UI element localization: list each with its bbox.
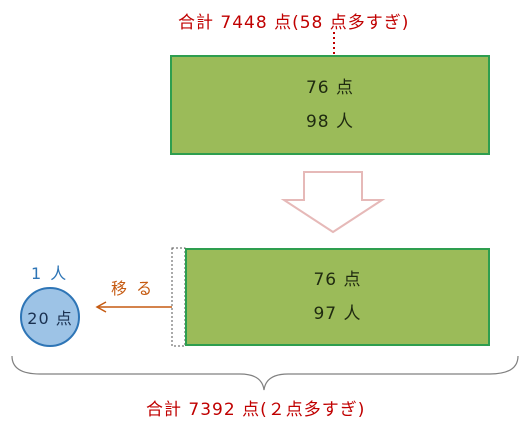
moved-person-count: 1 人 [31, 264, 69, 283]
top-total-label: 合計 7448 点(58 点多すぎ) [178, 13, 410, 33]
moved-person-points: 20 点 [27, 309, 73, 328]
bottom-total-label: 合計 7392 点(２点多すぎ) [146, 400, 366, 420]
removed-slice-outline [171, 247, 186, 347]
box-after-people: 97 人 [313, 304, 362, 324]
box-before-points: 76 点 [305, 78, 355, 98]
box-before-people: 98 人 [305, 112, 355, 132]
move-label: 移 る [111, 279, 155, 298]
move-arrow-head [95, 301, 107, 313]
box-after-points: 76 点 [313, 270, 362, 290]
moved-person-circle: 20 点 [20, 287, 80, 347]
group-box-after: 76 点 97 人 [185, 248, 490, 346]
transition-down-arrow [280, 171, 386, 234]
total-brace [11, 355, 519, 391]
group-box-before: 76 点 98 人 [170, 55, 490, 155]
